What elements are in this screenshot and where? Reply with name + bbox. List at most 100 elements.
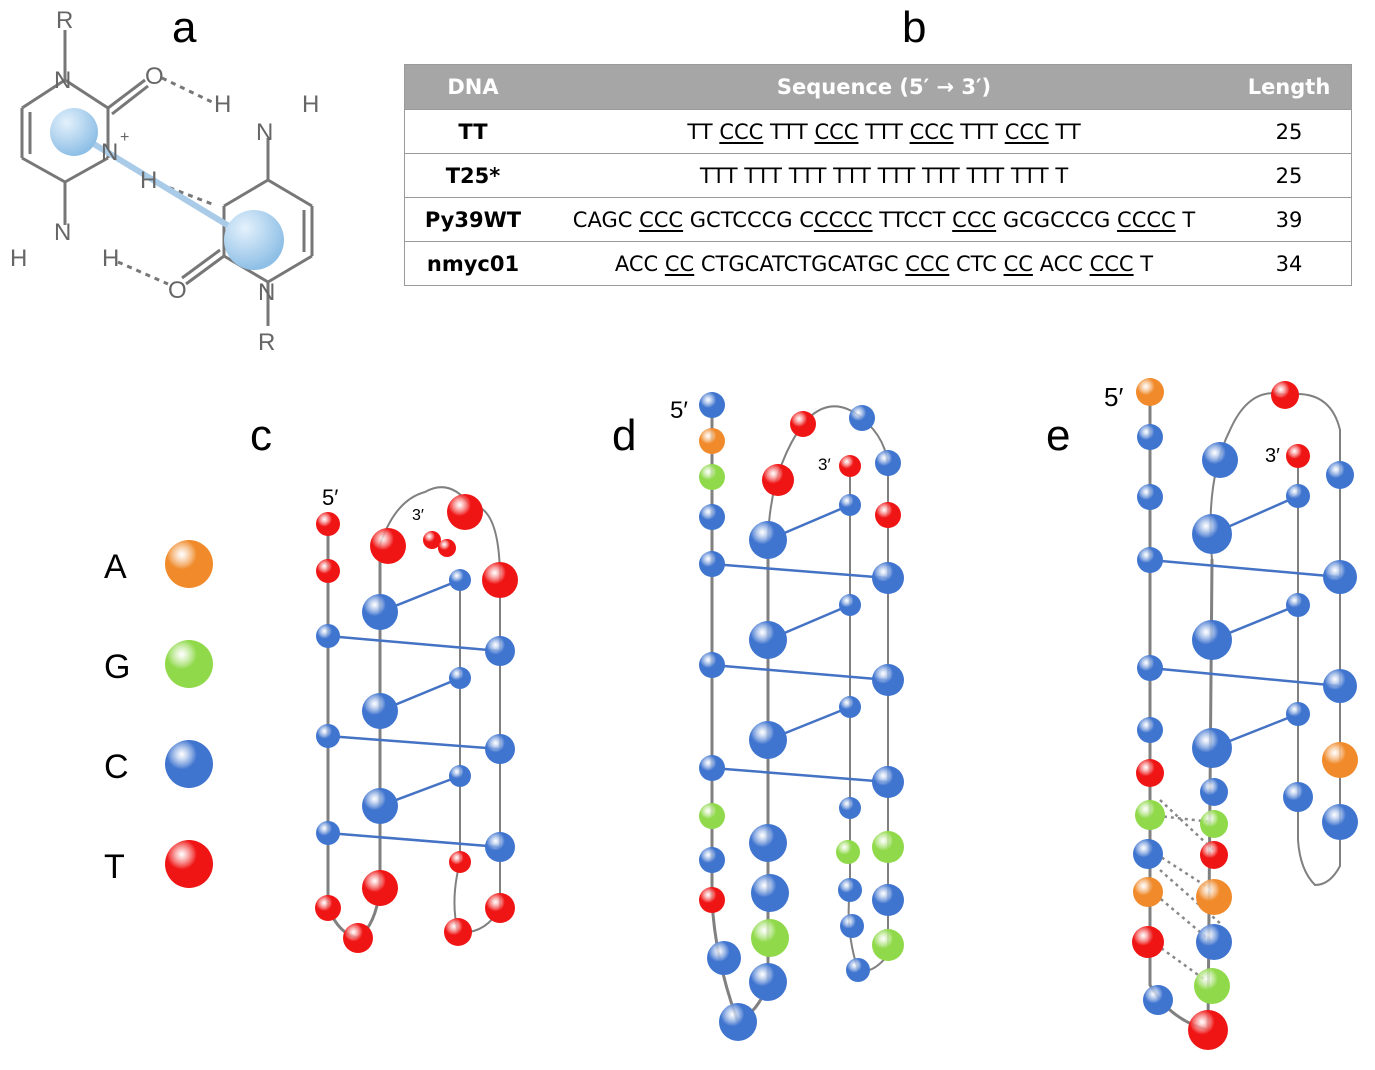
nucleotide-bead bbox=[1137, 547, 1163, 573]
nucleotide-bead bbox=[1286, 484, 1310, 508]
legend-label: A bbox=[104, 548, 127, 586]
nucleotide-bead bbox=[699, 551, 725, 577]
atom-label: N bbox=[101, 139, 118, 166]
nucleotide-bead bbox=[1137, 655, 1163, 681]
backbone-strand bbox=[767, 405, 889, 972]
nucleotide-bead bbox=[1137, 424, 1163, 450]
nucleotide-bead bbox=[1136, 759, 1164, 787]
nucleotide-bead bbox=[423, 531, 441, 549]
nucleotide-bead bbox=[1286, 702, 1310, 726]
three-prime-label: 3′ bbox=[412, 507, 424, 524]
nucleotide-bead bbox=[485, 734, 515, 764]
column-header-sequence: Sequence (5′ → 3′) bbox=[541, 64, 1227, 110]
nucleotide-bead bbox=[447, 494, 483, 530]
nucleotide-bead bbox=[485, 636, 515, 666]
nucleotide-bead bbox=[316, 724, 340, 748]
nucleotide-bead bbox=[1271, 381, 1299, 409]
sequence-cell: CAGC CCC GCTCCCG CCCCC TTCCT CCC GCGCCCG… bbox=[541, 197, 1227, 242]
nucleotide-bead bbox=[699, 847, 725, 873]
nucleotide-bead bbox=[872, 766, 904, 798]
nucleotide-bead bbox=[1192, 514, 1232, 554]
nucleotide-bead bbox=[1192, 728, 1232, 768]
nucleotide-bead bbox=[790, 411, 816, 437]
nucleotide-bead bbox=[343, 923, 373, 953]
nucleotide-bead bbox=[1188, 1010, 1228, 1050]
nucleotide-bead bbox=[1326, 461, 1354, 489]
three-prime-label: 3′ bbox=[818, 455, 831, 474]
legend-sphere bbox=[165, 640, 213, 688]
nucleotide-bead bbox=[316, 821, 340, 845]
nucleotide-bead bbox=[1323, 669, 1357, 703]
nucleotide-bead bbox=[1286, 444, 1310, 468]
nucleotide-bead bbox=[699, 504, 725, 530]
nucleotide-bead bbox=[1196, 924, 1232, 960]
atom-label: O bbox=[145, 63, 164, 90]
nucleotide-bead bbox=[1283, 782, 1313, 812]
atom-label: + bbox=[120, 129, 129, 146]
nucleotide-bead bbox=[1322, 742, 1358, 778]
nucleotide-bead bbox=[875, 450, 901, 476]
base-pair-link bbox=[327, 734, 501, 751]
nucleotide-bead bbox=[749, 621, 787, 659]
column-header-dna: DNA bbox=[404, 64, 541, 110]
base-pair-link bbox=[327, 634, 501, 653]
base-pair-link bbox=[327, 831, 501, 849]
atom-label: N bbox=[54, 67, 71, 94]
nucleotide-bead bbox=[707, 941, 741, 975]
nucleotide-bead bbox=[719, 1003, 757, 1041]
three-prime-label: 3′ bbox=[1265, 445, 1280, 467]
nucleotide-bead bbox=[316, 512, 340, 536]
panel-label-b: b bbox=[902, 3, 927, 52]
atom-label: N bbox=[54, 219, 71, 246]
nucleotide-bead bbox=[1132, 926, 1164, 958]
dna-name-cell: T25* bbox=[404, 153, 541, 198]
dna-name-cell: nmyc01 bbox=[404, 241, 541, 286]
nucleotide-bead bbox=[875, 502, 901, 528]
nucleotide-bead bbox=[370, 528, 406, 564]
nucleotide-bead bbox=[846, 958, 870, 982]
legend-label: G bbox=[104, 648, 130, 686]
nucleotide-bead bbox=[1137, 484, 1163, 510]
base-pair-link bbox=[1149, 558, 1341, 579]
legend-label: T bbox=[104, 848, 125, 886]
nucleotide-bead bbox=[699, 428, 725, 454]
legend-sphere bbox=[165, 740, 213, 788]
nucleotide-legend: A G C T bbox=[104, 540, 213, 888]
nucleotide-bead bbox=[838, 878, 862, 902]
nucleotide-bead bbox=[699, 652, 725, 678]
nucleotide-bead bbox=[836, 840, 860, 864]
nucleotide-bead bbox=[316, 624, 340, 648]
length-cell: 39 bbox=[1227, 197, 1352, 242]
legend-label: C bbox=[104, 748, 129, 786]
column-header-length: Length bbox=[1227, 64, 1352, 110]
atom-label: H bbox=[140, 167, 157, 194]
nucleotide-bead bbox=[849, 405, 875, 431]
nucleotide-bead bbox=[362, 788, 398, 824]
nucleotide-bead bbox=[1133, 877, 1163, 907]
nucleotide-bead bbox=[482, 562, 518, 598]
table-header-row: DNA Sequence (5′ → 3′) Length bbox=[404, 64, 1352, 110]
legend-sphere bbox=[165, 840, 213, 888]
atom-label: H bbox=[302, 91, 319, 118]
nucleotide-bead bbox=[444, 918, 472, 946]
nucleotide-bead bbox=[751, 874, 789, 912]
nucleotide-bead bbox=[485, 832, 515, 862]
nucleotide-bead bbox=[762, 464, 794, 496]
length-cell: 34 bbox=[1227, 241, 1352, 286]
length-cell: 25 bbox=[1227, 153, 1352, 198]
atom-label: O bbox=[168, 277, 187, 304]
nucleotide-bead bbox=[1135, 800, 1165, 830]
nucleotide-bead bbox=[449, 569, 471, 591]
dna-name-cell: TT bbox=[404, 109, 541, 154]
base-pair-structure: R N O N + H H H H H N N N O R bbox=[10, 7, 319, 356]
nucleotide-bead bbox=[1133, 839, 1163, 869]
sequence-cell: TT CCC TTT CCC TTT CCC TTT CCC TT bbox=[541, 109, 1227, 154]
nucleotide-bead bbox=[1323, 560, 1357, 594]
nucleotide-bead bbox=[438, 539, 456, 557]
nucleotide-bead bbox=[1192, 620, 1232, 660]
nucleotide-bead bbox=[315, 895, 341, 921]
nucleotide-bead bbox=[362, 594, 398, 630]
